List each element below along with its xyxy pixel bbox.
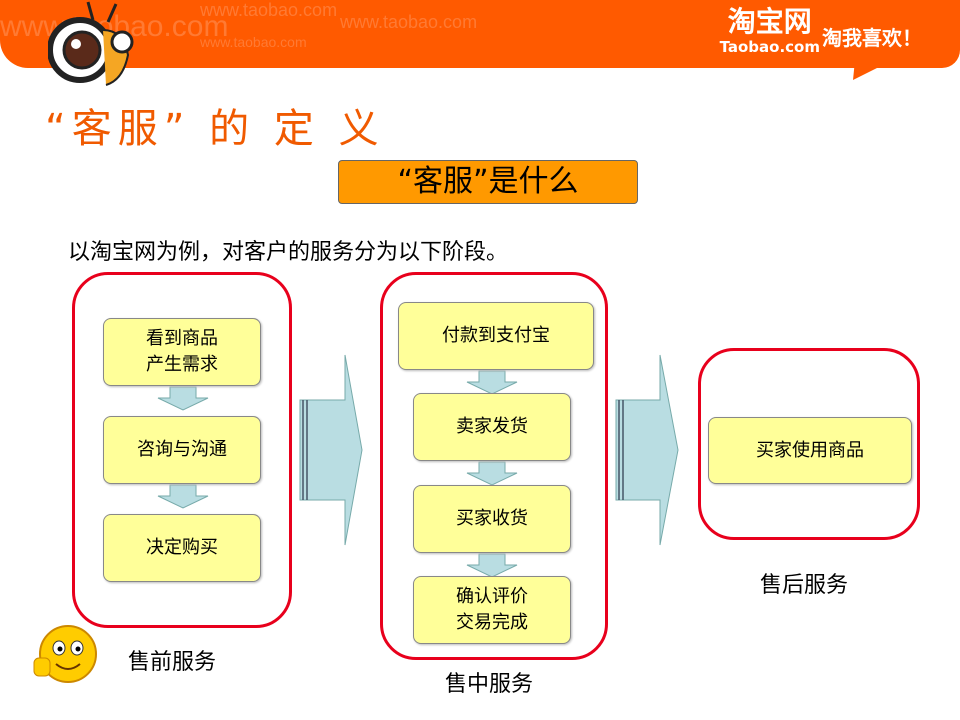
pre-sale-group	[72, 272, 292, 628]
watermark: www.taobao.com	[340, 12, 478, 32]
down-arrow	[466, 553, 518, 578]
speech-tail	[853, 60, 893, 80]
slogan: 淘我喜欢！	[822, 26, 922, 50]
step-see-product: 看到商品 产生需求	[103, 318, 261, 386]
pre-sale-label: 售前服务	[128, 650, 217, 675]
step-use: 买家使用商品	[708, 417, 912, 484]
step-confirm: 确认评价 交易完成	[413, 576, 571, 644]
down-arrow	[157, 484, 209, 509]
step-consult: 咨询与沟通	[103, 416, 261, 484]
brand-en: Taobao.com	[719, 38, 820, 56]
step-ship: 卖家发货	[413, 393, 571, 461]
mascot-icon	[48, 1, 134, 86]
step-receive: 买家收货	[413, 485, 571, 553]
smiley-thumbs-up-icon	[33, 625, 97, 683]
in-sale-group	[380, 272, 608, 660]
after-sale-group	[698, 348, 920, 540]
right-arrow	[615, 354, 679, 546]
intro-text: 以淘宝网为例，对客户的服务分为以下阶段。	[68, 240, 509, 265]
question-box: “客服”是什么	[338, 160, 638, 204]
step-decide: 决定购买	[103, 514, 261, 582]
header-banner: www.taobao.com www.taobao.com www.taobao…	[0, 0, 960, 68]
taobao-logo: 淘宝网 Taobao.com	[719, 5, 820, 57]
after-sale-label: 售后服务	[760, 573, 849, 598]
step-pay: 付款到支付宝	[398, 302, 594, 370]
brand-cn: 淘宝网	[727, 5, 812, 38]
page-title: “客服” 的 定 义	[45, 106, 385, 152]
right-arrow	[299, 354, 363, 546]
down-arrow	[466, 370, 518, 395]
watermark: www.taobao.com	[200, 0, 338, 20]
watermark: www.taobao.com	[200, 34, 307, 50]
in-sale-label: 售中服务	[445, 672, 534, 697]
down-arrow	[157, 386, 209, 411]
down-arrow	[466, 461, 518, 486]
